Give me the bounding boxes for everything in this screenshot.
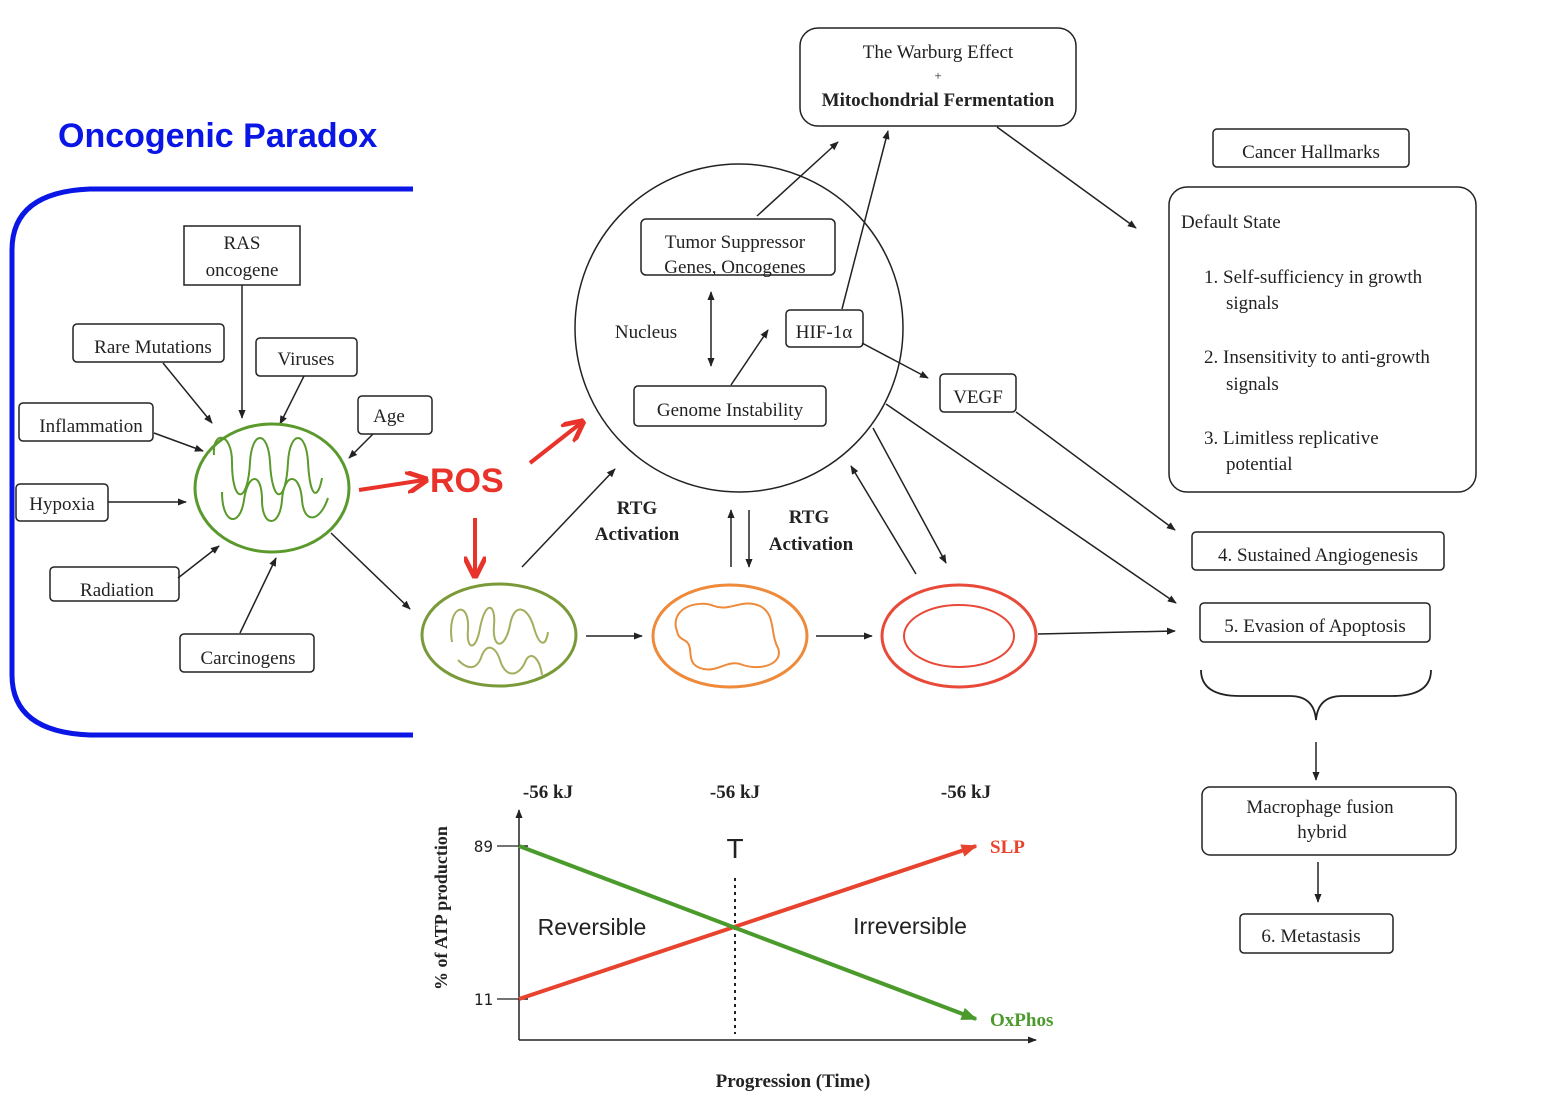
warburg-box (799, 27, 1077, 127)
hallmark-2-line2: signals (1226, 374, 1279, 395)
warburg-line2: Mitochondrial Fermentation (822, 90, 1055, 111)
energy-label-2: -56 kJ (710, 782, 760, 803)
hallmark-2-line1: 2. Insensitivity to anti-growth (1204, 347, 1430, 368)
radiation-box (49, 566, 180, 602)
cancer-hallmarks-title: Cancer Hallmarks (1242, 142, 1380, 163)
ras-oncogene-label-line1: RAS (224, 233, 261, 254)
reversible-label: Reversible (538, 914, 647, 940)
hallmark-6-label: 6. Metastasis (1261, 926, 1360, 947)
vegf-box (939, 373, 1017, 413)
rtg-right-line2: Activation (769, 534, 854, 555)
vegf-to-angiogenesis-arrow (1015, 411, 1176, 531)
chart-y-label: % of ATP production (431, 826, 451, 990)
damaged-mitochondrion-3 (880, 583, 1038, 689)
tumor-suppressor-line1: Tumor Suppressor (665, 232, 806, 253)
age-box (357, 395, 433, 435)
viruses-box (255, 337, 358, 377)
ras-oncogene-label-line2: oncogene (206, 260, 279, 281)
hallmark-1-line1: 1. Self-sufficiency in growth (1204, 267, 1423, 288)
atp-chart: -56 kJ -56 kJ -56 kJ T 11 89 SLP OxPhos Re… (431, 782, 1053, 1092)
hallmark-3-line2: potential (1226, 454, 1292, 475)
hif-label: HIF-1α (796, 322, 852, 343)
hallmarks-brace (1200, 669, 1432, 721)
nucleus-label: Nucleus (615, 322, 677, 343)
hallmark-5-label: 5. Evasion of Apoptosis (1224, 616, 1406, 637)
genome-instability-box (633, 385, 827, 427)
inflammation-box (18, 402, 154, 442)
viruses-label: Viruses (278, 349, 335, 370)
hallmark-4-box (1191, 531, 1445, 571)
damaged-mitochondrion-1 (420, 582, 578, 688)
macrophage-line2: hybrid (1297, 822, 1347, 843)
hif-box (785, 309, 864, 348)
page-title: Oncogenic Paradox (58, 117, 377, 155)
cancer-hallmarks-box (1212, 128, 1410, 168)
tumor-suppressor-line2: Genes, Oncogenes (664, 257, 805, 278)
energy-label-3: -56 kJ (941, 782, 991, 803)
hallmark-6-box (1239, 913, 1394, 954)
default-state-box (1168, 186, 1477, 493)
chart-series: SLP OxPhos (518, 837, 1053, 1031)
warburg-to-hallmarks-arrow (996, 126, 1137, 229)
default-state-label: Default State (1181, 212, 1281, 233)
threshold-marker: T (726, 833, 743, 864)
damaged-mitochondrion-2 (651, 583, 809, 689)
cause-arrows (108, 285, 411, 634)
warburg-line1: The Warburg Effect (863, 42, 1014, 63)
chart-x-label: Progression (Time) (716, 1071, 871, 1092)
age-label: Age (373, 406, 405, 427)
hallmark-3-line1: 3. Limitless replicative (1204, 428, 1379, 449)
vegf-label: VEGF (953, 387, 1003, 408)
y-tick-label-1: 89 (474, 837, 493, 856)
y-tick-label-0: 11 (474, 990, 493, 1009)
hallmark-1-line2: signals (1226, 293, 1279, 314)
radiation-label: Radiation (80, 580, 154, 601)
irreversible-label: Irreversible (853, 913, 967, 939)
series-line-oxphos (518, 844, 978, 1021)
inflammation-label: Inflammation (39, 416, 143, 437)
carcinogens-box (179, 633, 315, 673)
tumor-suppressor-box (640, 218, 836, 276)
rtg-left-line2: Activation (595, 524, 680, 545)
series-line-slp (518, 844, 978, 1001)
healthy-mitochondrion (193, 422, 351, 554)
hypoxia-label: Hypoxia (29, 494, 95, 515)
progression-arrows (586, 627, 1176, 640)
carcinogens-label: Carcinogens (201, 648, 296, 669)
genome-instability-label: Genome Instability (657, 400, 804, 421)
rare-mutations-box (72, 323, 225, 363)
series-label-oxphos: OxPhos (990, 1010, 1053, 1031)
oncogenic-bracket (9, 186, 413, 738)
rtg-left-line1: RTG (617, 498, 658, 519)
macrophage-box (1201, 786, 1457, 856)
warburg-plus: + (934, 68, 941, 83)
ros-arrows (358, 423, 581, 574)
energy-label-1: -56 kJ (523, 782, 573, 803)
hallmark-5-box (1199, 602, 1431, 643)
hallmark-4-label: 4. Sustained Angiogenesis (1218, 545, 1418, 566)
ros-label: ROS (430, 462, 504, 500)
nucleus-arrows (521, 130, 1177, 604)
series-label-slp: SLP (990, 837, 1025, 858)
rtg-right-line1: RTG (789, 507, 830, 528)
macrophage-line1: Macrophage fusion (1246, 797, 1394, 818)
y-ticks: 11 89 (474, 837, 528, 1009)
rare-mutations-label: Rare Mutations (94, 337, 212, 358)
